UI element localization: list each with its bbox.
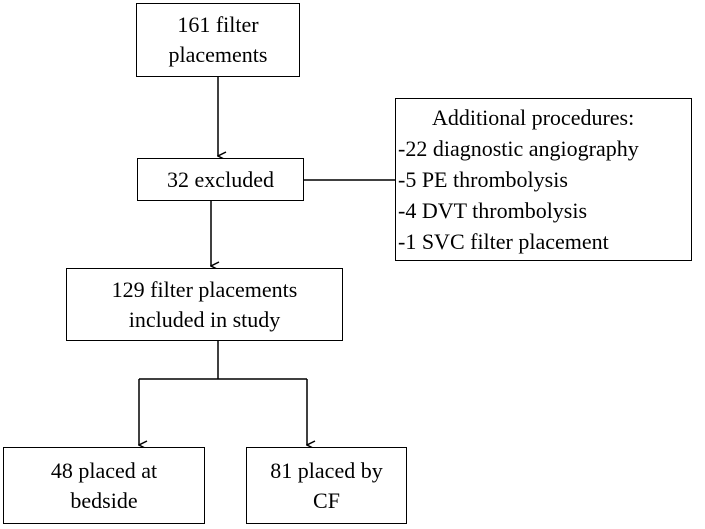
node-placed-at-bedside: 48 placed at bedside <box>3 447 205 524</box>
node-included-line2: included in study <box>128 306 281 332</box>
node-included-line1: 129 filter placements <box>111 276 298 302</box>
additional-procedure-item: -4 DVT thrombolysis <box>398 198 588 223</box>
node-cf-line2: CF <box>313 487 340 513</box>
additional-procedure-item: -1 SVC filter placement <box>398 229 609 254</box>
node-included-in-study: 129 filter placements included in study <box>66 268 343 341</box>
node-cf-line1: 81 placed by <box>270 457 383 483</box>
additional-procedures-heading: Additional procedures: <box>432 105 635 130</box>
node-start-line2: placements <box>168 42 268 67</box>
node-bedside-line2: bedside <box>70 487 138 513</box>
node-start-line1: 161 filter <box>177 12 259 37</box>
node-excluded-label: 32 excluded <box>167 166 274 192</box>
additional-procedure-item: -22 diagnostic angiography <box>398 136 639 161</box>
node-additional-procedures: Additional procedures: -22 diagnostic an… <box>395 98 692 261</box>
node-bedside-line1: 48 placed at <box>50 457 158 483</box>
node-excluded: 32 excluded <box>137 158 304 201</box>
node-filter-placements: 161 filter placements <box>136 3 300 77</box>
node-placed-by-cf: 81 placed by CF <box>246 447 407 524</box>
additional-procedure-item: -5 PE thrombolysis <box>398 167 568 192</box>
